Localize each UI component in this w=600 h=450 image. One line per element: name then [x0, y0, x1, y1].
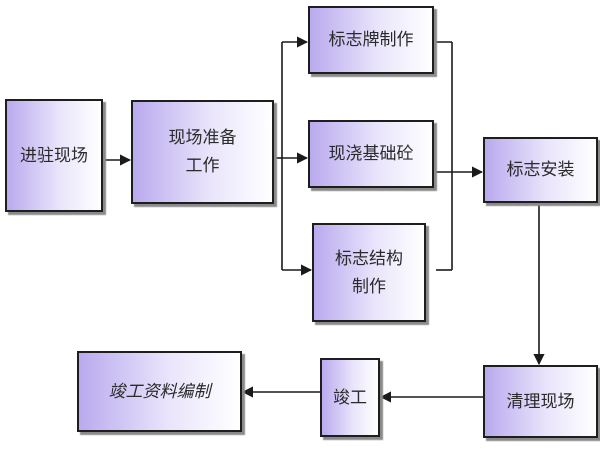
node-label-line-2: 工作 [185, 156, 220, 176]
node-completion: 竣工 [320, 358, 380, 437]
node-label-line-2: 制作 [352, 276, 386, 297]
node-structure-making: 标志结构 制作 [312, 223, 426, 322]
node-label: 标志牌制作 [328, 30, 414, 50]
node-label: 现浇基础砼 [328, 144, 414, 164]
node-label: 清理现场 [506, 391, 575, 412]
node-label: 竣工 [333, 387, 367, 408]
node-sign-installation: 标志安装 [483, 137, 598, 203]
node-foundation-concrete: 现浇基础砼 [308, 120, 434, 188]
node-site-cleanup: 清理现场 [483, 365, 598, 438]
node-site-preparation: 现场准备 工作 [131, 100, 274, 204]
node-label: 进驻现场 [20, 145, 88, 166]
node-enter-site: 进驻现场 [5, 99, 103, 212]
node-label-line-1: 标志结构 [335, 248, 403, 269]
node-completion-documents: 竣工资料编制 [77, 351, 242, 432]
node-sign-making: 标志牌制作 [308, 6, 434, 74]
node-label-line-1: 现场准备 [168, 128, 237, 148]
node-label: 标志安装 [506, 160, 575, 180]
node-label: 竣工资料编制 [108, 381, 211, 402]
